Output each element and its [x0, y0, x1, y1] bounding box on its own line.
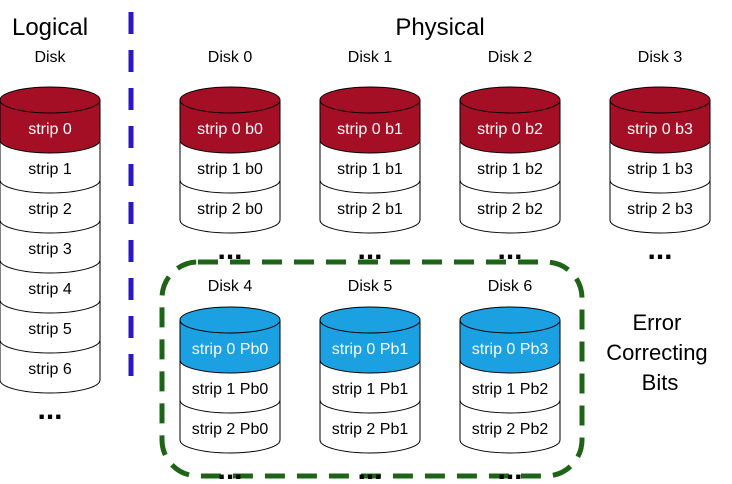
- strip-label: strip 0 Pb3: [472, 341, 549, 358]
- disk-top-cap: [179, 86, 281, 114]
- strip-label: strip 4: [28, 281, 72, 298]
- strip-label: strip 1: [28, 161, 72, 178]
- strip-separator: [459, 179, 561, 194]
- annotation-line-3: Bits: [642, 370, 679, 395]
- strip-label: strip 2 b1: [337, 201, 403, 218]
- strip-label: strip 0 b0: [197, 121, 263, 138]
- continuation-ellipsis: ...: [647, 233, 672, 266]
- disk-disk1: Disk 1 strip 0 b1 strip 1 b1 strip 2 b1...: [319, 49, 421, 266]
- disk-label: Disk: [34, 49, 66, 66]
- strip-label: strip 2 Pb2: [472, 421, 549, 438]
- strip-label: strip 0 b1: [337, 121, 403, 138]
- top-strip-fill: [319, 319, 421, 374]
- top-strip-fill: [609, 99, 711, 154]
- continuation-ellipsis: ...: [217, 453, 242, 484]
- annotation-line-2: Correcting: [606, 340, 707, 365]
- strip-label: strip 0 Pb0: [192, 341, 269, 358]
- strip-separator: [459, 399, 561, 414]
- top-strip-fill: [459, 99, 561, 154]
- strip-separator: [609, 179, 711, 194]
- top-strip-fill: [459, 319, 561, 374]
- disk-disk0: Disk 0 strip 0 b0 strip 1 b0 strip 2 b0...: [179, 49, 281, 266]
- strip-label: strip 2 b0: [197, 201, 263, 218]
- top-strip-fill: [319, 99, 421, 154]
- disk-label: Disk 0: [208, 49, 253, 66]
- strip-separator: [0, 259, 101, 274]
- disk-top-cap: [179, 306, 281, 334]
- physical-heading: Physical: [395, 14, 484, 41]
- continuation-ellipsis: ...: [217, 233, 242, 266]
- disk-body: [0, 99, 101, 394]
- strip-separator: [319, 179, 421, 194]
- strip-label: strip 0 b3: [627, 121, 693, 138]
- disk-top-cap: [609, 86, 711, 114]
- strip-separator: [179, 179, 281, 194]
- strip-separator: [0, 299, 101, 314]
- disk-disk4: Disk 4 strip 0 Pb0 strip 1 Pb0 strip 2 Pb0.…: [179, 278, 281, 484]
- disk-label: Disk 3: [638, 49, 683, 66]
- annotation-line-1: Error: [632, 310, 681, 335]
- strip-label: strip 0 b2: [477, 121, 543, 138]
- strip-label: strip 2 Pb0: [192, 421, 269, 438]
- strip-label: strip 2 b3: [627, 201, 693, 218]
- error-correcting-bits-label: Error Correcting Bits: [606, 310, 714, 395]
- strip-separator: [0, 219, 101, 234]
- continuation-ellipsis: ...: [497, 233, 522, 266]
- disk-top-cap: [0, 86, 101, 114]
- disk-disk3: Disk 3 strip 0 b3 strip 1 b3 strip 2 b3...: [609, 49, 711, 266]
- disk-top-cap: [319, 86, 421, 114]
- strip-separator: [319, 399, 421, 414]
- strip-label: strip 1 Pb2: [472, 381, 549, 398]
- disk-top-cap: [459, 86, 561, 114]
- continuation-ellipsis: ...: [357, 233, 382, 266]
- strip-label: strip 1 b2: [477, 161, 543, 178]
- logical-heading: Logical: [12, 14, 88, 41]
- disk-top-cap: [459, 306, 561, 334]
- strip-label: strip 1 b1: [337, 161, 403, 178]
- strip-separator: [179, 399, 281, 414]
- continuation-ellipsis: ...: [497, 453, 522, 484]
- strip-label: strip 5: [28, 321, 72, 338]
- strip-label: strip 1 Pb0: [192, 381, 269, 398]
- continuation-ellipsis: ...: [37, 393, 62, 426]
- strip-separator: [0, 179, 101, 194]
- disk-label: Disk 5: [348, 278, 393, 295]
- disk-label: Disk 2: [488, 49, 533, 66]
- disk-label: Disk 1: [348, 49, 393, 66]
- disk-logical: Disk strip 0 strip 1 strip 2 strip 3 strip 4 s…: [0, 49, 101, 426]
- disk-top-cap: [319, 306, 421, 334]
- disk-disk6: Disk 6 strip 0 Pb3 strip 1 Pb2 strip 2 Pb2.…: [459, 278, 561, 484]
- disk-label: Disk 6: [488, 278, 533, 295]
- strip-label: strip 6: [28, 361, 72, 378]
- strip-separator: [0, 339, 101, 354]
- disk-collection: Disk strip 0 strip 1 strip 2 strip 3 strip 4 s…: [0, 49, 711, 484]
- top-strip-fill: [179, 319, 281, 374]
- strip-label: strip 2 b2: [477, 201, 543, 218]
- top-strip-fill: [179, 99, 281, 154]
- strip-label: strip 0: [28, 121, 72, 138]
- strip-label: strip 2 Pb1: [332, 421, 409, 438]
- strip-label: strip 3: [28, 241, 72, 258]
- disk-label: Disk 4: [208, 278, 253, 295]
- error-correcting-group-border: [159, 259, 585, 479]
- disk-disk5: Disk 5 strip 0 Pb1 strip 1 Pb1 strip 2 Pb1.…: [319, 278, 421, 484]
- top-strip-fill: [0, 99, 101, 154]
- strip-label: strip 1 Pb1: [332, 381, 409, 398]
- strip-label: strip 1 b3: [627, 161, 693, 178]
- strip-label: strip 0 Pb1: [332, 341, 409, 358]
- strip-label: strip 2: [28, 201, 72, 218]
- strip-label: strip 1 b0: [197, 161, 263, 178]
- disk-disk2: Disk 2 strip 0 b2 strip 1 b2 strip 2 b2...: [459, 49, 561, 266]
- continuation-ellipsis: ...: [357, 453, 382, 484]
